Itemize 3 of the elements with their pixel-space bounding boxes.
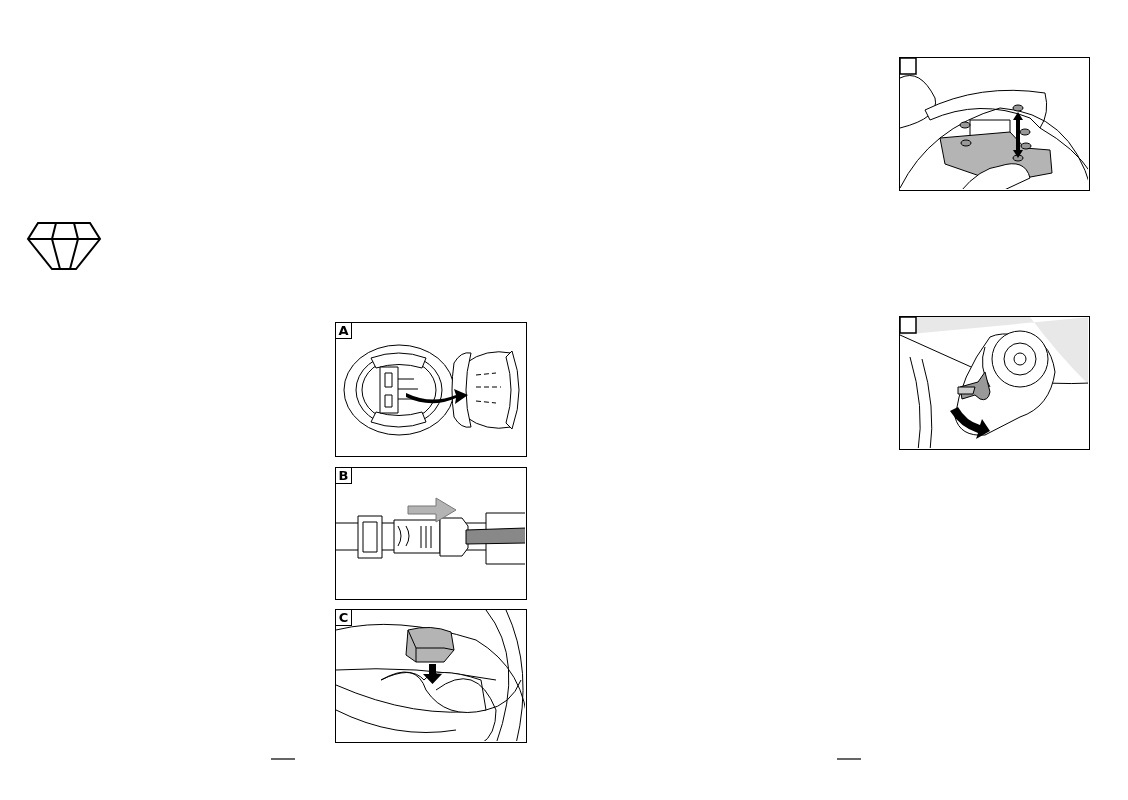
panel-label: B <box>335 467 352 484</box>
panel-label: A <box>335 322 352 339</box>
panel-label: C <box>335 609 352 626</box>
